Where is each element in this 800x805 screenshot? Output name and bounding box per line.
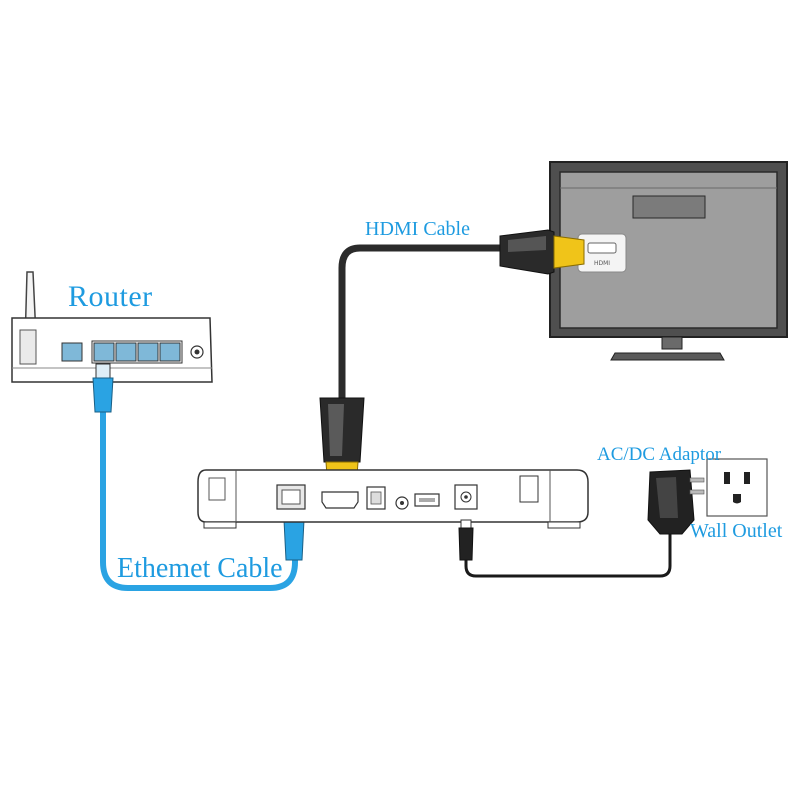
hdmi-cable-wire — [338, 244, 513, 400]
router-port-lan4 — [159, 342, 181, 362]
tv-hdmi-socket — [587, 242, 617, 254]
router-label: Router — [68, 280, 153, 313]
router — [11, 271, 213, 383]
box-vent-right — [519, 475, 539, 503]
ethernet-plug-router-boot — [92, 377, 114, 413]
router-port-lan3 — [137, 342, 159, 362]
wall-outlet-slot-right — [744, 472, 750, 484]
router-lan-group — [91, 340, 183, 364]
router-port-lan2 — [115, 342, 137, 362]
ethernet-cable-label: Ethemet Cable — [117, 553, 283, 584]
ac-dc-adaptor-highlight — [656, 477, 678, 518]
tv-hdmi-port-label: HDMI — [594, 260, 610, 267]
wall-outlet-plate — [706, 458, 768, 517]
ac-dc-adaptor-label: AC/DC Adaptor — [597, 444, 722, 465]
ethernet-cable — [92, 363, 305, 591]
hdmi-connector-box-highlight — [328, 404, 344, 456]
box-av-jack-pin — [400, 501, 404, 505]
ethernet-plug-router-tip — [95, 363, 111, 379]
ethernet-cable-wire — [100, 410, 298, 591]
router-antenna-base — [19, 329, 37, 365]
hdmi-connector-tv-tip — [553, 235, 585, 269]
power-plug-tip — [460, 519, 472, 529]
router-ports — [61, 340, 204, 364]
tv-back-panel — [632, 195, 706, 219]
box-dc-pin — [464, 495, 468, 499]
router-port-lan1 — [93, 342, 115, 362]
set-top-box — [197, 469, 589, 529]
box-optical-socket — [370, 491, 382, 505]
box-vent-left — [208, 477, 226, 501]
power-supply — [458, 469, 705, 578]
wall-outlet — [706, 458, 768, 517]
hdmi-cable — [319, 229, 585, 491]
tv-neck — [661, 336, 683, 350]
box-hdmi-port — [321, 491, 359, 509]
ethernet-plug-box-boot — [283, 519, 305, 561]
hdmi-connector-tv-highlight — [508, 236, 546, 252]
hdmi-cable-label: HDMI Cable — [365, 218, 470, 240]
box-foot-left — [203, 521, 237, 529]
tv: HDMI — [549, 161, 788, 361]
box-foot-right — [547, 521, 581, 529]
router-power-jack-pin — [194, 349, 200, 355]
box-ethernet-socket — [281, 489, 301, 505]
adaptor-prong-top — [689, 477, 705, 483]
power-cable-wire — [464, 530, 672, 578]
router-port-wan — [61, 342, 83, 362]
adaptor-prong-bottom — [689, 489, 705, 495]
wall-outlet-ground — [733, 494, 741, 504]
power-plug-body — [458, 527, 474, 561]
box-usb-socket — [419, 498, 435, 502]
wall-outlet-slot-left — [724, 472, 730, 484]
tv-stand — [610, 352, 725, 361]
wall-outlet-label: Wall Outlet — [690, 520, 783, 542]
